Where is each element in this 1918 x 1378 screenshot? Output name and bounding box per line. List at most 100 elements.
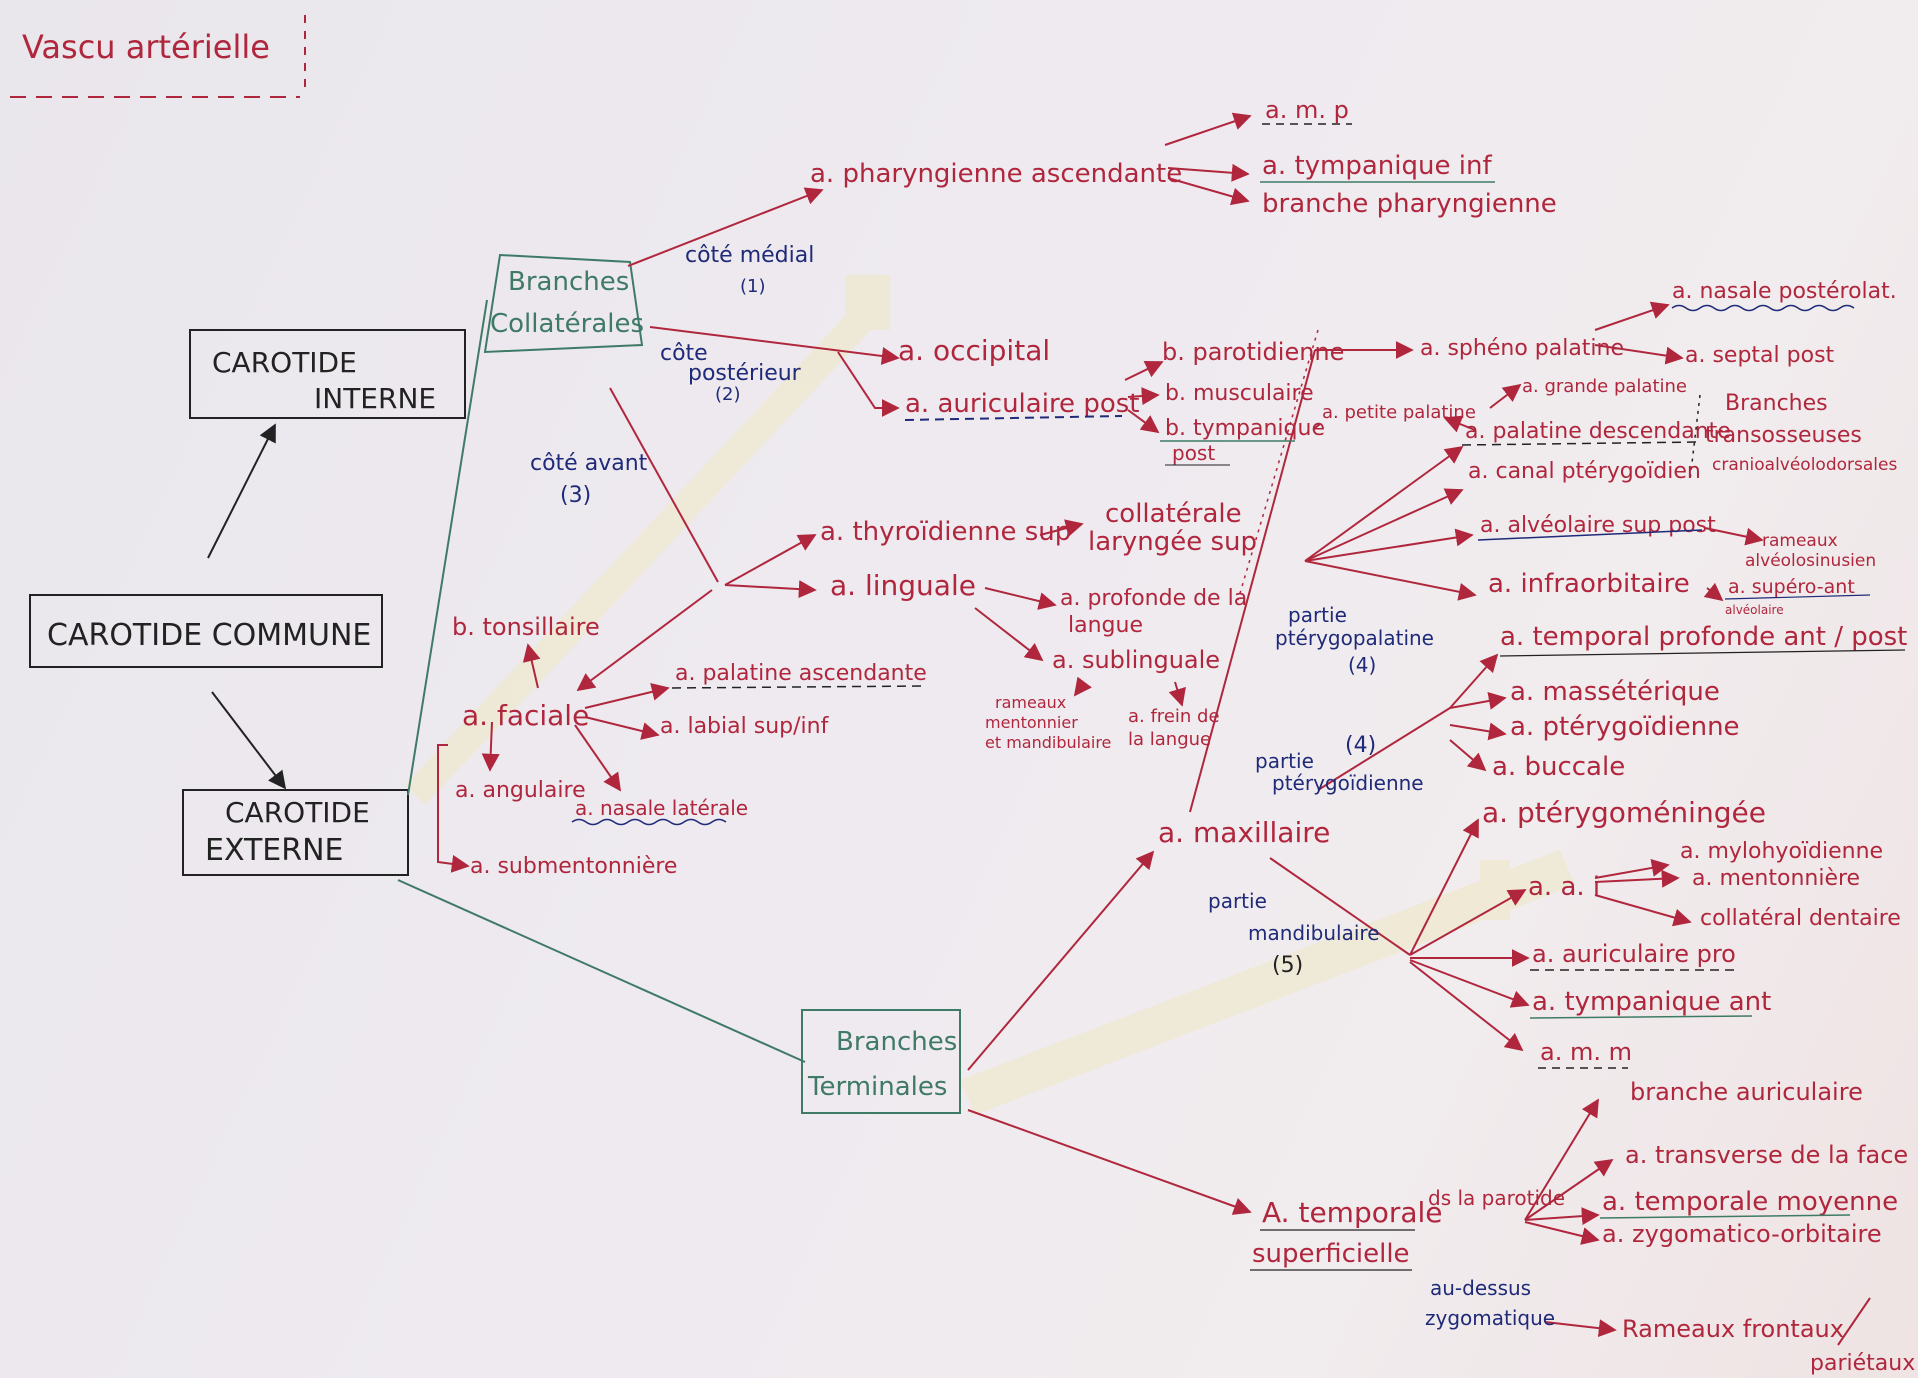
frontaux-slash — [1837, 1297, 1871, 1346]
label-pty-2: ptérygoïdienne — [1272, 771, 1424, 795]
label-collat-dentaire: collatéral dentaire — [1700, 906, 1901, 931]
svg-text:Branches: Branches — [836, 1027, 957, 1057]
label-mentonniere: a. mentonnière — [1692, 866, 1860, 891]
label-cote-avant: côté avant — [530, 451, 648, 476]
label-pty-1: partie — [1255, 749, 1314, 773]
collateral-labels: a. pharyngienne ascendante a. m. p a. ty… — [452, 96, 1557, 879]
svg-text:EXTERNE: EXTERNE — [205, 833, 344, 868]
label-branches-trans-2: transosseuses — [1705, 423, 1862, 448]
side-labels: côté médial (1) côte postérieur (2) côté… — [530, 243, 814, 508]
label-ptp-1: partie — [1288, 603, 1347, 627]
box-branches-terminales: Branches Terminales — [801, 1009, 961, 1114]
label-petite-palatine: a. petite palatine — [1322, 402, 1476, 423]
box-carotide-commune: CAROTIDE COMMUNE — [29, 594, 383, 668]
box-carotide-interne: CAROTIDE INTERNE — [189, 329, 466, 419]
label-frein-2: la langue — [1128, 729, 1211, 750]
label-cote-medial-num: (1) — [740, 276, 766, 297]
label-collaterale-1: collatérale — [1105, 499, 1242, 529]
label-ptp-2: ptérygopalatine — [1275, 626, 1434, 650]
label-pterygoidienne: a. ptérygoïdienne — [1510, 712, 1740, 742]
label-temporal-prof: a. temporal profonde ant / post — [1500, 622, 1907, 652]
box-carotide-externe: CAROTIDE EXTERNE — [182, 789, 409, 876]
label-au-dessus-2: zygomatique — [1425, 1306, 1555, 1330]
label-zygomatico: a. zygomatico-orbitaire — [1602, 1220, 1882, 1248]
nasale-post-underline — [1671, 304, 1855, 312]
svg-text:Collatérales: Collatérales — [490, 309, 644, 339]
label-palatine-desc: a. palatine descendante — [1465, 419, 1731, 444]
svg-text:Branches: Branches — [508, 267, 629, 297]
temporal-prof-underline — [1499, 649, 1906, 657]
label-profonde-1: a. profonde de la — [1060, 586, 1247, 611]
label-b-tympanique-post: post — [1172, 441, 1215, 465]
supero-ant-underline — [1724, 594, 1871, 600]
label-infraorbitaire: a. infraorbitaire — [1488, 569, 1690, 599]
label-supero-ant-2: alvéolaire — [1725, 603, 1784, 617]
auriculaire-post-underline — [904, 415, 1123, 421]
label-angulaire: a. angulaire — [455, 778, 586, 803]
label-b-musculaire: b. musculaire — [1165, 381, 1314, 406]
label-labial: a. labial sup/inf — [660, 714, 830, 739]
label-profonde-2: langue — [1068, 613, 1143, 638]
label-parietaux: pariétaux — [1810, 1351, 1915, 1376]
green-connectors — [397, 299, 806, 1063]
label-amp: a. m. p — [1265, 96, 1349, 124]
label-sublinguale: a. sublinguale — [1052, 646, 1220, 674]
label-nasale-post: a. nasale postérolat. — [1672, 279, 1897, 304]
label-alveolaire-sup: a. alvéolaire sup post — [1480, 513, 1716, 538]
label-spheno: a. sphéno palatine — [1420, 336, 1624, 361]
svg-text:CAROTIDE: CAROTIDE — [225, 796, 370, 829]
temp-moyenne-underline — [1599, 1214, 1851, 1219]
label-b-tympanique: b. tympanique — [1165, 416, 1325, 441]
palatine-desc-underline — [1461, 441, 1701, 446]
dotted-separator-2 — [1689, 394, 1701, 481]
nasale-laterale-underline — [571, 818, 727, 826]
label-temporale-2: superficielle — [1252, 1239, 1410, 1269]
label-pty-num: (4) — [1345, 733, 1376, 758]
page-title: Vascu artérielle — [22, 28, 270, 66]
label-cote-medial: côté médial — [685, 243, 814, 268]
label-occipital: a. occipital — [898, 334, 1050, 367]
label-mand-2: mandibulaire — [1248, 921, 1380, 945]
label-rameaux-1: rameaux — [995, 693, 1066, 712]
label-tonsillaire: b. tonsillaire — [452, 613, 600, 641]
label-rameaux-alv-2: alvéolosinusien — [1745, 551, 1876, 571]
label-faciale: a. faciale — [462, 699, 589, 732]
palatine-asc-underline — [671, 685, 923, 689]
label-branche-auric: branche auriculaire — [1630, 1078, 1863, 1106]
label-canal-ptery: a. canal ptérygoïdien — [1468, 459, 1701, 484]
label-cote-post-num: (2) — [715, 384, 741, 405]
label-supero-ant-1: a. supéro-ant — [1728, 576, 1855, 598]
dotted-separator — [1237, 329, 1319, 601]
label-grande-palatine: a. grande palatine — [1522, 376, 1687, 397]
tympanique-ant-underline — [1529, 1015, 1753, 1019]
label-auriculaire-pro: a. auriculaire pro — [1532, 940, 1736, 968]
label-frein-1: a. frein de — [1128, 706, 1220, 727]
label-nasale-laterale: a. nasale latérale — [575, 796, 748, 820]
label-septal: a. septal post — [1685, 343, 1835, 368]
black-arrows — [207, 423, 287, 790]
alveolaire-sup-underline — [1477, 529, 1703, 541]
label-branche-pharyngienne: branche pharyngienne — [1262, 189, 1557, 219]
maxillaire-labels: a. maxillaire partie ptérygopalatine (4)… — [1158, 279, 1907, 1069]
temporale-labels: A. temporale superficielle ds la parotid… — [1250, 1078, 1915, 1376]
svg-text:Terminales: Terminales — [807, 1072, 947, 1102]
label-ptp-num: (4) — [1348, 653, 1376, 677]
label-tympanique-ant: a. tympanique ant — [1532, 987, 1771, 1017]
svg-text:INTERNE: INTERNE — [314, 382, 436, 415]
label-mand-1: partie — [1208, 889, 1267, 913]
label-palatine-asc: a. palatine ascendante — [675, 661, 927, 686]
label-cote-avant-num: (3) — [560, 483, 591, 508]
label-transverse: a. transverse de la face — [1625, 1141, 1908, 1169]
label-collaterale-2: laryngée sup — [1088, 527, 1257, 557]
label-pharyngienne: a. pharyngienne ascendante — [810, 159, 1182, 189]
svg-text:CAROTIDE: CAROTIDE — [212, 346, 357, 379]
label-masseterique: a. massétérique — [1510, 677, 1720, 707]
label-submentonniere: a. submentonnière — [470, 854, 677, 879]
label-b-parotidienne: b. parotidienne — [1162, 338, 1344, 366]
label-pterygomeningee: a. ptérygoméningée — [1482, 796, 1766, 829]
label-auriculaire-post: a. auriculaire post — [905, 389, 1139, 419]
label-rameaux-alv-1: rameaux — [1762, 531, 1838, 551]
label-rameaux-3: et mandibulaire — [985, 733, 1111, 752]
